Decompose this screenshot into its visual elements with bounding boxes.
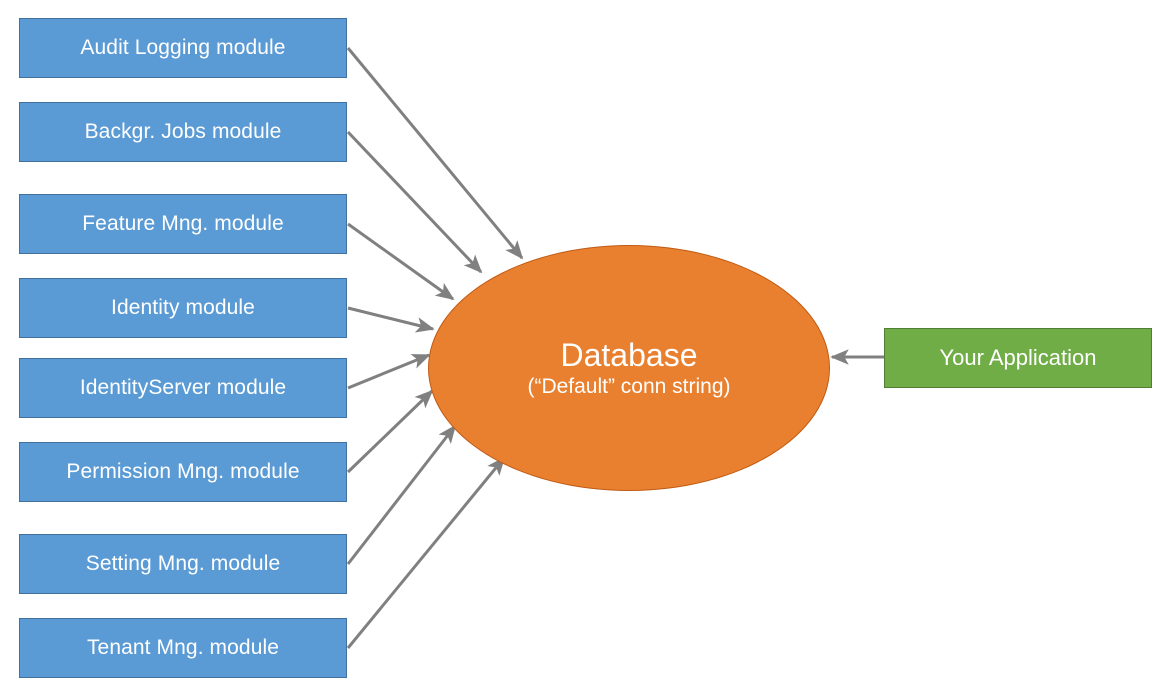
module-label: IdentityServer module (79, 375, 287, 399)
connector-arrow (347, 222, 455, 301)
connector-arrow (346, 456, 506, 649)
module-label: Backgr. Jobs module (84, 119, 282, 143)
database-subtitle: (“Default” conn string) (527, 374, 731, 398)
module-label: Tenant Mng. module (86, 635, 280, 659)
your-application-label: Your Application (939, 345, 1097, 371)
database-title: Database (560, 337, 698, 374)
connector-arrow (346, 130, 483, 274)
module-label: Feature Mng. module (82, 211, 284, 235)
connector-arrow (346, 389, 434, 474)
module-box[interactable]: Audit Logging module (19, 18, 347, 78)
connector-arrow (346, 47, 524, 260)
database-node[interactable]: Database (“Default” conn string) (428, 245, 830, 491)
module-label: Audit Logging module (80, 35, 286, 59)
module-label: Identity module (111, 295, 255, 319)
module-box[interactable]: Permission Mng. module (19, 442, 347, 502)
connector-arrow (347, 306, 435, 333)
module-label: Permission Mng. module (66, 459, 300, 483)
module-label: Setting Mng. module (85, 551, 281, 575)
module-box[interactable]: Setting Mng. module (19, 534, 347, 594)
module-box[interactable]: Backgr. Jobs module (19, 102, 347, 162)
module-box[interactable]: IdentityServer module (19, 358, 347, 418)
module-box[interactable]: Identity module (19, 278, 347, 338)
connector-arrow (346, 424, 457, 565)
your-application-node[interactable]: Your Application (884, 328, 1152, 388)
module-box[interactable]: Feature Mng. module (19, 194, 347, 254)
module-box[interactable]: Tenant Mng. module (19, 618, 347, 678)
connector-arrow (347, 353, 431, 390)
